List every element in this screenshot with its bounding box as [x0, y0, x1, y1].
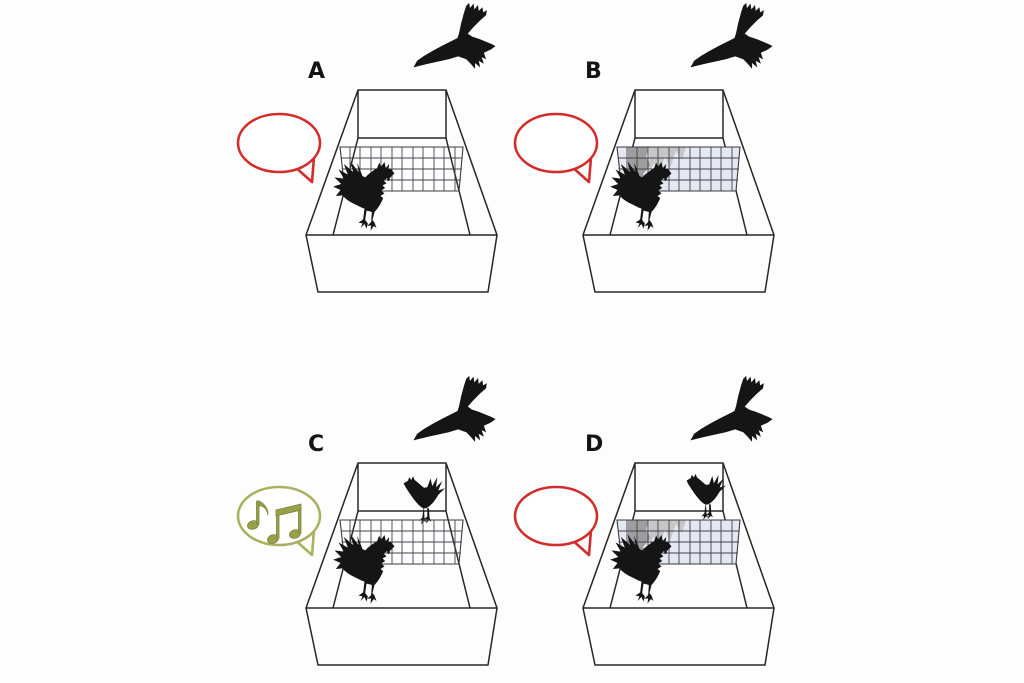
eagle-icon [413, 375, 496, 442]
panel-b-label: B [585, 59, 602, 84]
panel-a-label: A [308, 59, 325, 84]
panel-c-label: C [308, 432, 324, 457]
panel-c: C [236, 375, 498, 666]
eagle-icon [690, 375, 773, 442]
panel-d: D [513, 375, 775, 666]
eagle-icon [413, 2, 496, 69]
speech-bubble-empty [236, 112, 322, 184]
speech-bubble-empty [513, 485, 599, 557]
eagle-icon [690, 2, 773, 69]
panel-d-label: D [585, 432, 603, 457]
hen-icon [403, 476, 445, 525]
speech-bubble-empty [513, 112, 599, 184]
panel-a: A [236, 2, 498, 293]
panel-b: B [513, 2, 775, 293]
hen-icon [686, 473, 726, 521]
